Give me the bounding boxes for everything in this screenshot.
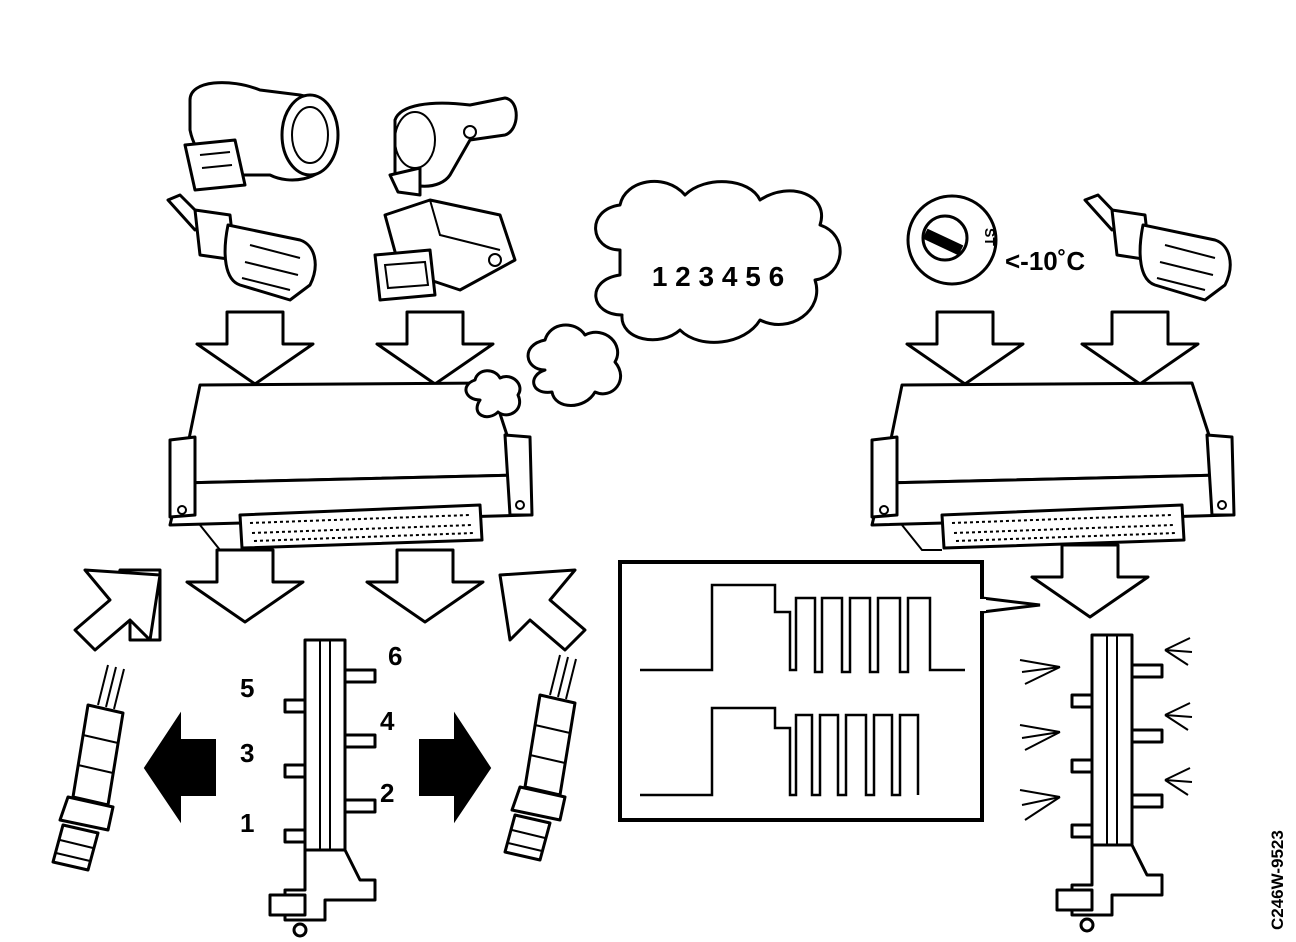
sensor-input-arrow-right-2	[1080, 310, 1200, 386]
output-arrow-right-injectors	[1030, 543, 1150, 619]
air-mass-meter-icon	[183, 81, 340, 192]
waveform-trace-bottom	[640, 706, 920, 797]
throttle-position-sensor-icon	[373, 198, 517, 302]
engine-speed-sensor-icon	[388, 96, 518, 197]
output-arrow-left-injectors-1	[185, 548, 305, 624]
fuel-rail-right	[1055, 633, 1164, 933]
ignition-switch-icon: ST	[906, 194, 998, 286]
coolant-temperature-sensor-right-icon	[1083, 193, 1232, 302]
thought-bubble-medium	[526, 323, 622, 407]
lambda-feedback-arrow-left	[73, 568, 162, 652]
engine-control-unit-right	[870, 381, 1236, 552]
cylinder-5-label: 5	[240, 673, 254, 703]
thought-cloud-firing-order: 1 2 3 4 5 6	[594, 179, 842, 344]
injection-pulse-waveform-box	[618, 560, 1041, 822]
oxygen-sensor-right-icon	[503, 653, 578, 862]
signal-arrow-right-black	[419, 711, 492, 824]
signal-arrow-left-black	[143, 711, 216, 824]
cylinder-2-label: 2	[380, 778, 394, 808]
cylinder-1-label: 1	[240, 808, 254, 838]
fuel-rail-left	[268, 638, 377, 938]
figure-reference-code: C246W-9523	[1268, 830, 1287, 930]
sensor-input-arrow-left-1	[195, 310, 315, 386]
thought-bubble-small	[464, 369, 522, 419]
temperature-label: <-10˚C	[1005, 246, 1085, 276]
output-arrow-left-injectors-2	[365, 548, 485, 624]
lambda-feedback-arrow-right	[498, 568, 587, 652]
coolant-temperature-sensor-icon	[166, 193, 317, 302]
waveform-trace-top	[640, 583, 965, 674]
cylinder-6-label: 6	[388, 641, 402, 671]
oxygen-sensor-left-icon	[51, 663, 126, 872]
firing-order-label: 1 2 3 4 5 6	[652, 261, 784, 292]
cylinder-4-label: 4	[380, 706, 395, 736]
cylinder-3-label: 3	[240, 738, 254, 768]
ignition-start-marking: ST	[982, 228, 998, 246]
injector-spray-lines	[1019, 637, 1193, 821]
sensor-input-arrow-left-2	[375, 310, 495, 386]
sensor-input-arrow-right-1	[905, 310, 1025, 386]
